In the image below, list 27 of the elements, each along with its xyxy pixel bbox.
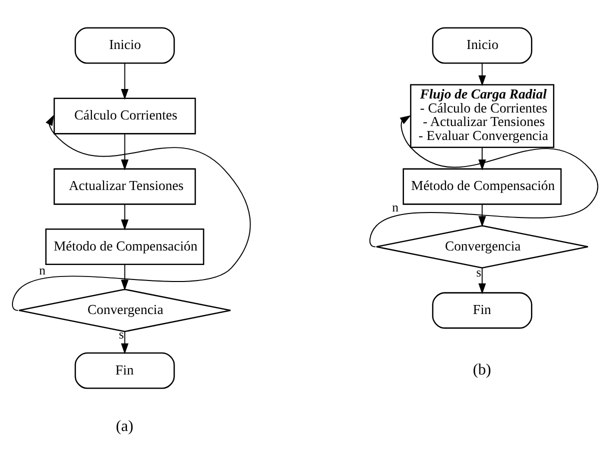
node-box: Fin: [432, 292, 532, 329]
arrow: [120, 62, 129, 100]
node-box: Actualizar Tensiones: [54, 168, 196, 205]
label: (a): [116, 418, 134, 436]
node-diamond: Convergencia: [376, 225, 589, 268]
node-diamond: Convergencia: [18, 288, 232, 332]
arrow: [120, 264, 129, 291]
node-box: Inicio: [74, 27, 175, 64]
node-box: Fin: [74, 352, 175, 389]
arrow: [478, 62, 486, 86]
arrow: [120, 204, 129, 230]
label: (b): [472, 361, 492, 378]
node-box: Método de Compensación: [402, 168, 562, 205]
arrow: [369, 115, 598, 248]
arrow: [478, 204, 486, 227]
arrow: [478, 147, 486, 170]
node-box: Método de Compensación: [45, 228, 204, 266]
node-box: Inicio: [432, 27, 532, 64]
arrow: [120, 133, 129, 170]
arrow: [120, 331, 129, 354]
node-box: Cálculo Corrientes: [54, 98, 196, 134]
edge-label: n: [392, 200, 399, 214]
arrow: [478, 267, 486, 294]
edge-label: n: [39, 263, 46, 278]
node-box: Flujo de Carga Radial - Cálculo de Corrientes - Actualizar Tensiones - Evaluar Convergencia: [410, 84, 554, 148]
arrow: [12, 114, 251, 311]
edge-label: s: [476, 266, 482, 280]
